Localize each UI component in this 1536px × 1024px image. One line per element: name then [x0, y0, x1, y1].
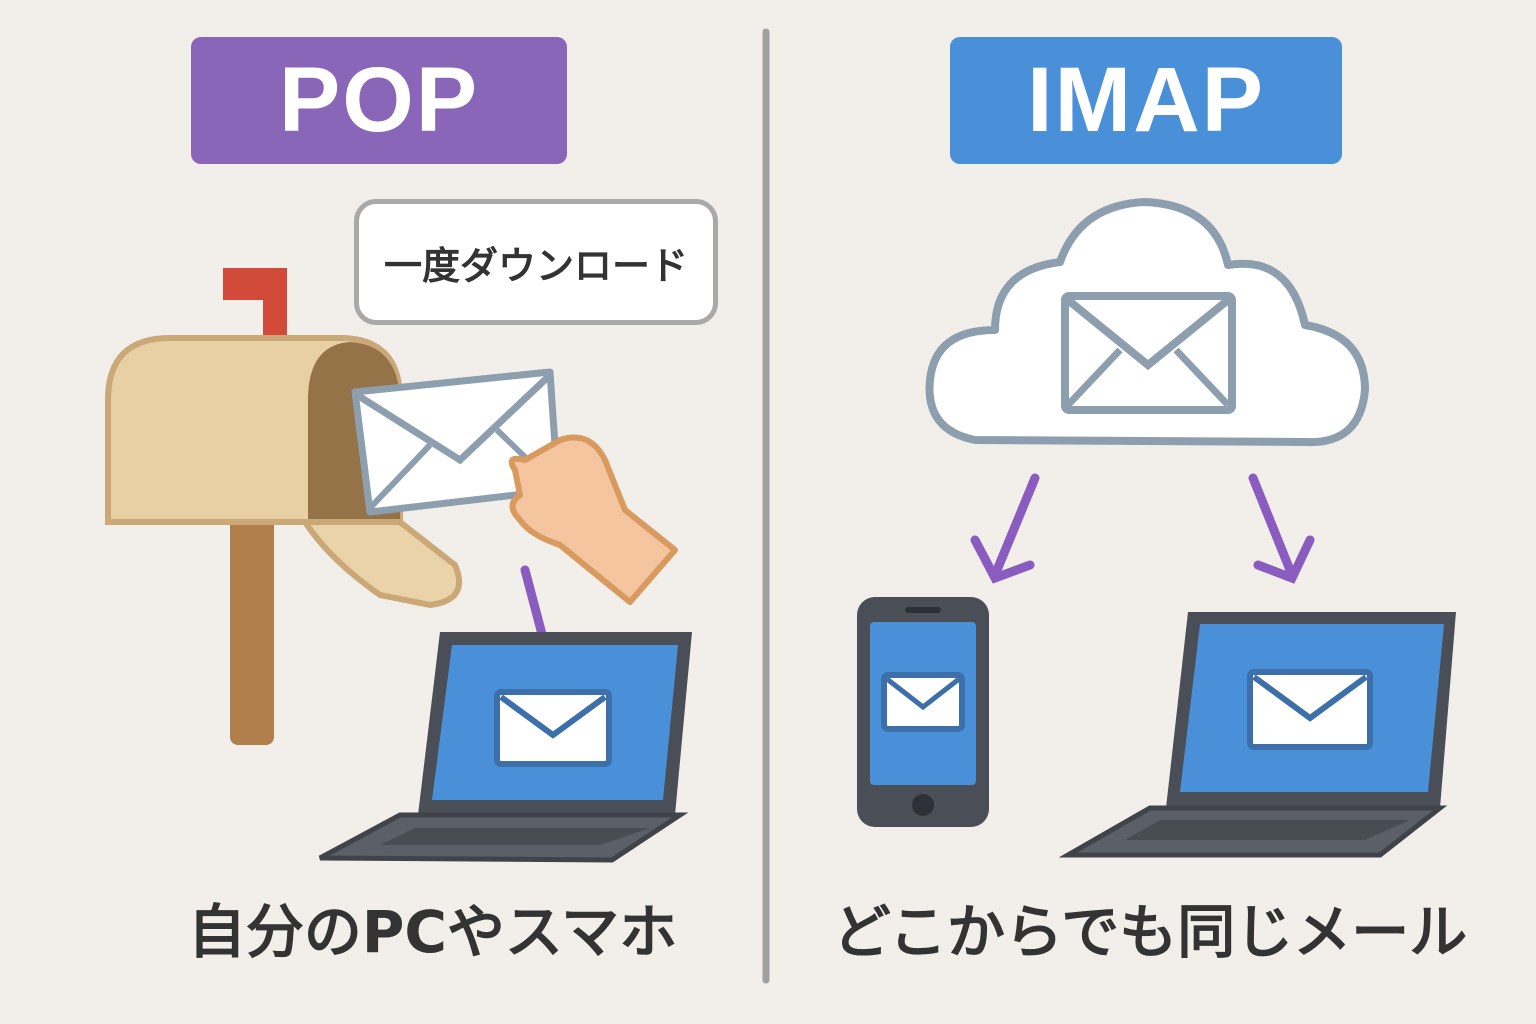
laptop-icon — [318, 632, 692, 863]
imap-label: IMAP — [950, 37, 1342, 164]
smartphone-icon — [857, 597, 989, 827]
pop-caption: 自分のPCやスマホ — [187, 898, 678, 966]
arrow-down-left-icon — [970, 473, 1040, 584]
imap-caption: どこからでも同じメール — [832, 898, 1468, 966]
hand-icon — [508, 434, 678, 605]
arrow-down-right-icon — [1248, 473, 1315, 584]
pop-label: POP — [191, 37, 567, 164]
cloud-icon — [925, 198, 1369, 447]
laptop-icon — [1058, 612, 1456, 858]
download-once-bubble: 一度ダウンロード — [354, 199, 718, 325]
